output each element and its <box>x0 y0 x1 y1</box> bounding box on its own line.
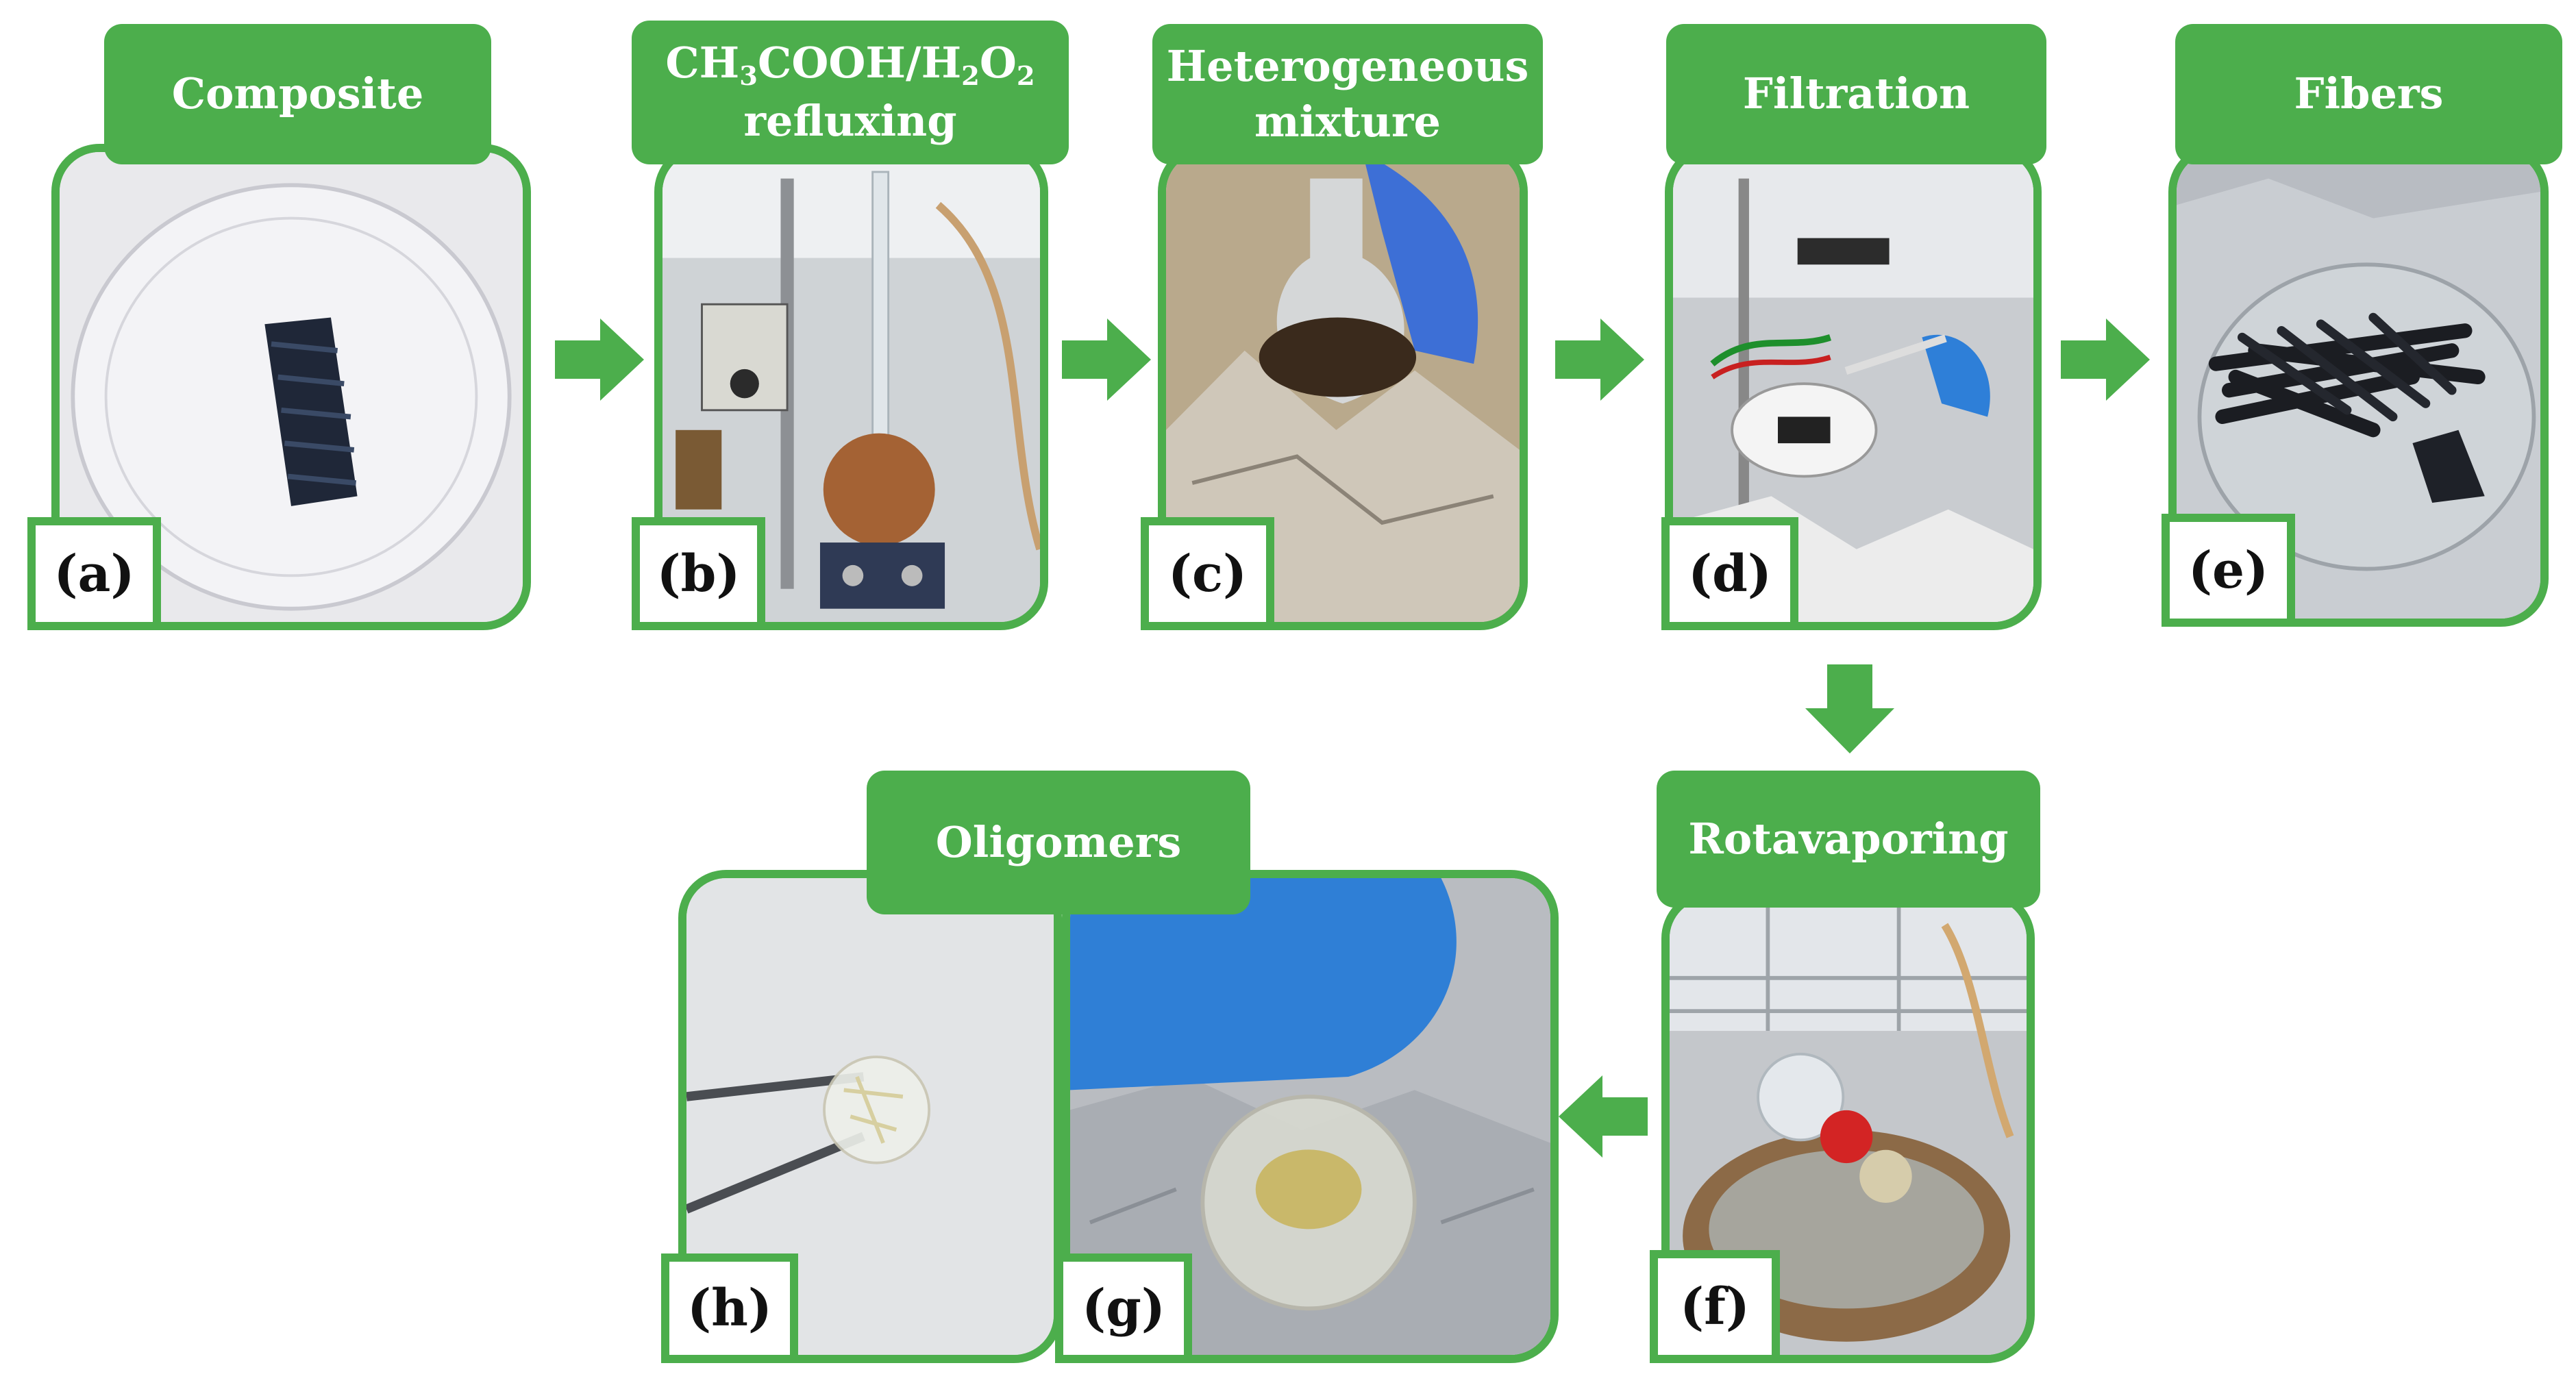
step-label: (g) <box>1055 1253 1192 1363</box>
step-title: Fibers <box>2175 24 2562 164</box>
photo-oligomers-flask <box>1062 870 1559 1363</box>
step-title: Heterogeneous mixture <box>1152 24 1543 164</box>
step-title-oligomers: Oligomers <box>867 771 1250 914</box>
arrow-right-icon <box>2061 319 2150 403</box>
step-title: Filtration <box>1666 24 2046 164</box>
step-label: (a) <box>27 517 161 630</box>
photo-composite <box>51 144 531 630</box>
arrow-right-icon <box>1555 319 1644 403</box>
step-title: CH3COOH/H2O2 refluxing <box>632 21 1069 164</box>
arrow-right-icon <box>555 319 644 403</box>
step-label: (e) <box>2162 514 2295 627</box>
arrow-down-icon <box>1805 664 1894 756</box>
arrow-left-icon <box>1559 1075 1648 1160</box>
arrow-right-icon <box>1062 319 1151 403</box>
step-label: (c) <box>1141 517 1274 630</box>
step-label: (d) <box>1661 517 1798 630</box>
step-label: (f) <box>1650 1250 1780 1363</box>
photo-heterogeneous-mixture <box>1158 144 1528 630</box>
step-title: Composite <box>104 24 491 164</box>
photo-fibers <box>2168 144 2549 627</box>
step-label: (h) <box>661 1253 798 1363</box>
step-label: (b) <box>632 517 765 630</box>
step-title: Rotavaporing <box>1657 771 2040 908</box>
